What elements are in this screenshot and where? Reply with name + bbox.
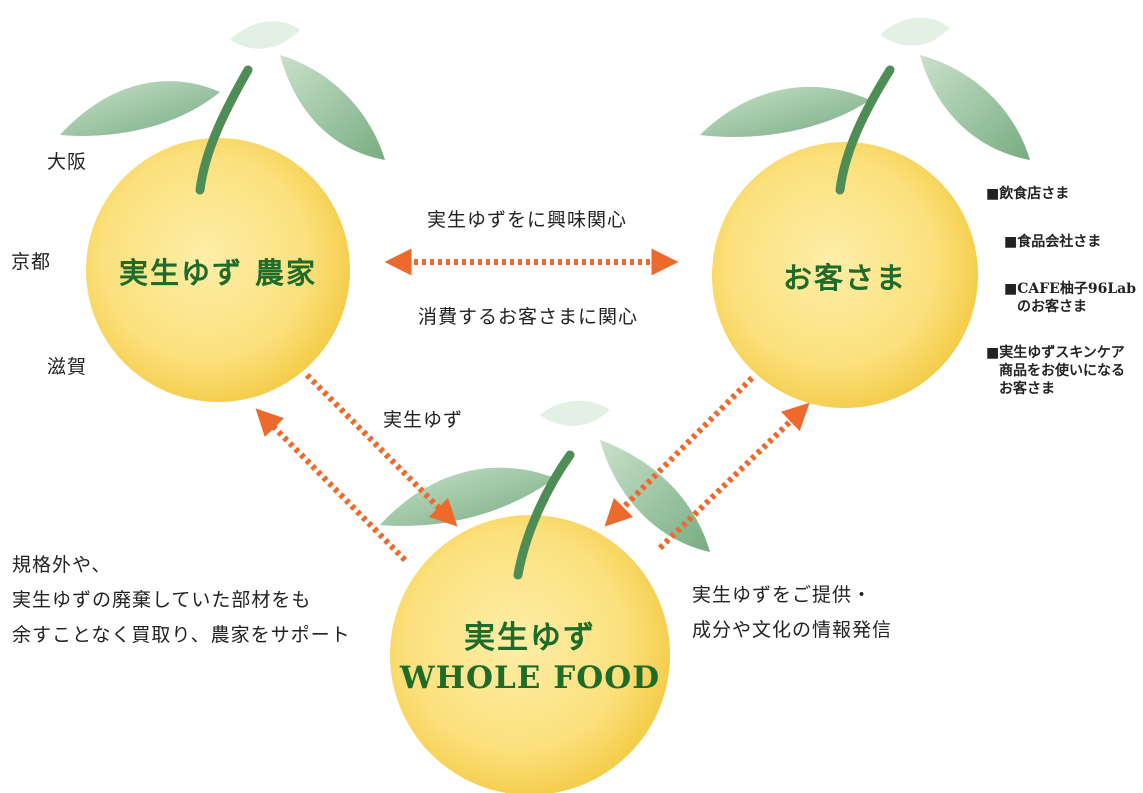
customer-leaf-top [880, 17, 950, 46]
flow-arrows [255, 248, 810, 563]
segment-sub-label: のお客さま [1017, 299, 1087, 315]
segment-label: ■飲食店さま [986, 186, 1070, 202]
arrow-wholefood-to-customer [657, 402, 810, 551]
region-kyoto: 京都 [11, 251, 52, 273]
arrow-wholefood-to-farmer [255, 408, 408, 563]
segment-sub-label: 商品をお使いになる [999, 363, 1125, 379]
farmer-support-line: 規格外や、 [12, 554, 112, 576]
customer-yuzu [700, 17, 1030, 408]
yuzu-supply-label: 実生ゆず [383, 409, 464, 431]
customer-leaf-left [700, 86, 870, 137]
region-osaka: 大阪 [47, 151, 88, 173]
wholefood-title-line1: 実生ゆず [464, 620, 596, 656]
customer-leaf-right [920, 55, 1030, 160]
farmer-leaf-right [280, 55, 385, 160]
wholefood-fruit [390, 515, 670, 793]
farmer-support-description: 規格外や、 実生ゆずの廃棄していた部材をも 余すことなく買取り、農家をサポート [12, 548, 351, 653]
customer-segment-food-companies: ■食品会社さま [1004, 233, 1101, 251]
farmer-fruit [86, 138, 350, 402]
customer-segment-restaurants: ■飲食店さま [986, 185, 1069, 203]
farmer-leaf-left [60, 81, 220, 136]
farmer-support-line: 余すことなく買取り、農家をサポート [12, 624, 351, 646]
customer-fruit [712, 142, 978, 408]
wholefood-title-line2: WHOLE FOOD [399, 660, 661, 696]
provision-line: 実生ゆずをご提供・ [692, 584, 873, 606]
wholefood-leaf-right [600, 440, 710, 552]
wholefood-stem [513, 450, 575, 580]
farmer-yuzu [60, 21, 385, 402]
arrow-farmer-to-wholefood [304, 372, 458, 527]
segment-sub-label: お客さま [999, 381, 1055, 397]
segment-label: ■実生ゆずスキンケア [986, 345, 1125, 361]
segment-label: ■CAFE柚子96Lab [1004, 281, 1137, 297]
customer-title: お客さま [782, 261, 907, 295]
customer-segment-skincare: ■実生ゆずスキンケア 商品をお使いになる お客さま [986, 344, 1125, 398]
customer-segment-cafe: ■CAFE柚子96Lab のお客さま [1004, 280, 1136, 316]
consumer-interest-label: 消費するお客さまに関心 [418, 306, 639, 328]
arrow-customer-to-wholefood [604, 375, 755, 527]
farmer-leaf-top [230, 21, 300, 49]
farmer-title: 実生ゆず 農家 [118, 256, 318, 290]
farmer-support-line: 実生ゆずの廃棄していた部材をも [12, 589, 312, 611]
interest-label: 実生ゆずをに興味関心 [427, 209, 628, 231]
wholefood-leaf-top [540, 400, 610, 426]
segment-label: ■食品会社さま [1004, 234, 1102, 250]
provision-description: 実生ゆずをご提供・ 成分や文化の情報発信 [692, 578, 892, 648]
wholefood-leaf-left [380, 467, 555, 526]
farmer-stem [195, 65, 253, 195]
customer-stem [835, 65, 895, 195]
provision-line: 成分や文化の情報発信 [692, 619, 893, 641]
wholefood-yuzu [380, 400, 710, 793]
region-shiga: 滋賀 [47, 356, 88, 378]
